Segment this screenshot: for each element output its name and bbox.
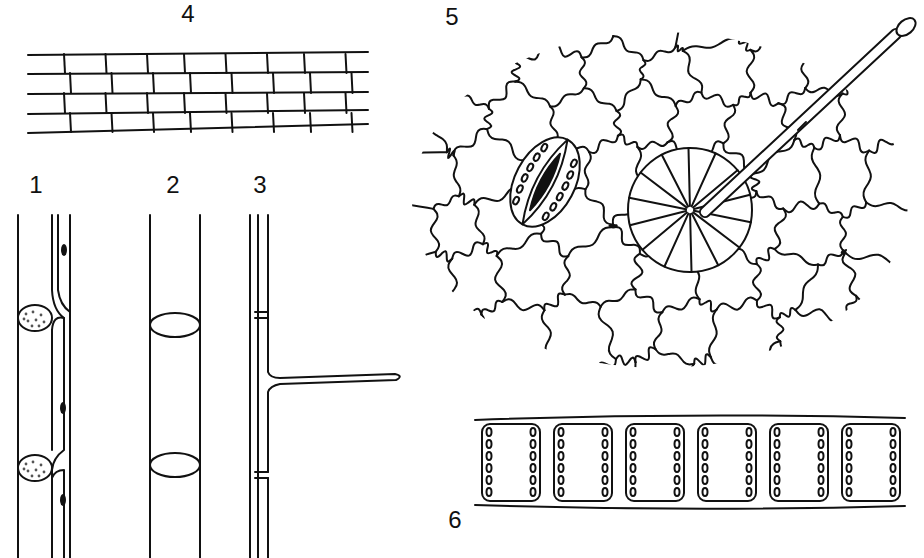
callout-number: 5 <box>445 5 458 29</box>
palisade-layer <box>475 415 905 508</box>
cell-grid <box>28 52 368 133</box>
callout-number: 3 <box>253 173 266 197</box>
sieve-tube <box>18 215 70 558</box>
vessel <box>150 215 200 558</box>
callout-number: 1 <box>29 173 42 197</box>
callout-number: 2 <box>166 173 179 197</box>
callout-number: 6 <box>448 508 461 532</box>
callout-number: 4 <box>181 2 194 26</box>
glandular-hair <box>628 15 919 272</box>
branched-hypha <box>250 215 400 558</box>
stoma <box>496 126 594 239</box>
